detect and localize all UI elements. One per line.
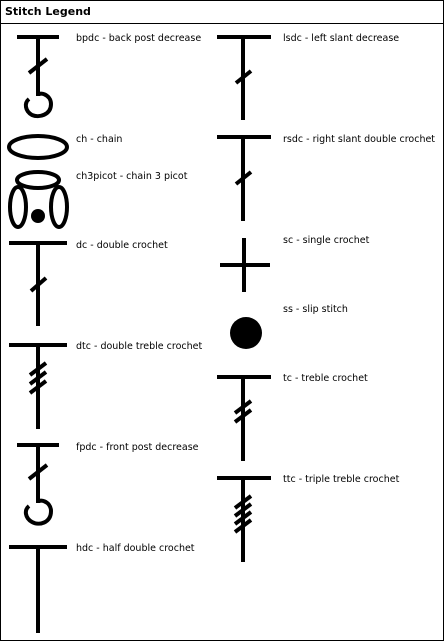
lsdc-symbol-icon: [217, 35, 271, 120]
label-ttc: ttc - triple treble crochet: [283, 474, 400, 485]
ch-symbol-icon: [7, 134, 69, 160]
ttc-symbol-icon: [217, 476, 271, 562]
label-fpdc: fpdc - front post decrease: [76, 442, 199, 453]
label-bpdc: bpdc - back post decrease: [76, 33, 202, 44]
label-hdc: hdc - half double crochet: [76, 543, 195, 554]
legend-title: Stitch Legend: [5, 5, 91, 18]
label-ss: ss - slip stitch: [283, 304, 348, 315]
bpdc-symbol-icon: [17, 35, 59, 119]
label-tc: tc - treble crochet: [283, 373, 368, 384]
legend-header: Stitch Legend: [1, 1, 443, 24]
dtc-symbol-icon: [9, 343, 67, 429]
label-dc: dc - double crochet: [76, 240, 168, 251]
ss-symbol-icon: [230, 317, 262, 349]
label-rsdc: rsdc - right slant double crochet: [283, 134, 436, 145]
label-dtc: dtc - double treble crochet: [76, 341, 203, 352]
ch3picot-symbol-icon: [8, 170, 69, 229]
label-ch3picot: ch3picot - chain 3 picot: [76, 171, 188, 182]
tc-symbol-icon: [217, 375, 271, 461]
sc-symbol-icon: [220, 238, 270, 292]
label-sc: sc - single crochet: [283, 235, 370, 246]
label-ch: ch - chain: [76, 134, 123, 145]
rsdc-symbol-icon: [217, 135, 271, 221]
fpdc-symbol-icon: [17, 443, 59, 526]
dc-symbol-icon: [9, 241, 67, 326]
hdc-symbol-icon: [9, 545, 67, 633]
label-lsdc: lsdc - left slant decrease: [283, 33, 400, 44]
